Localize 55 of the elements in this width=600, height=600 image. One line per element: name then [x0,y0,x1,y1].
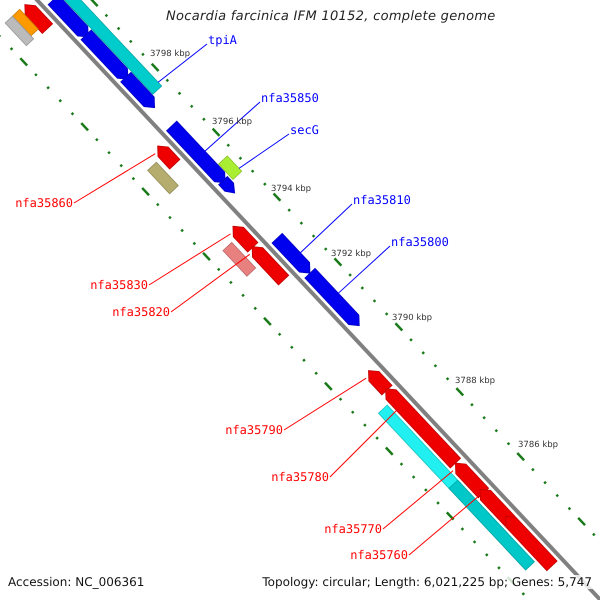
leader-line [408,496,478,556]
gene-label: nfa35820 [112,306,170,318]
leader-line [148,233,232,286]
gene-feature [157,146,180,170]
scale-label: 3794 kbp [271,185,312,194]
gene-feature [12,8,39,36]
gene-feature [448,480,535,571]
leader-line [300,204,352,254]
gene-label: tpiA [208,34,237,46]
gene-label: nfa35830 [90,279,148,291]
gene-feature [271,232,310,274]
gene-feature [252,246,290,286]
leader-line [382,470,454,530]
gene-feature [80,29,128,80]
gene-feature [4,16,34,46]
scale-label: 3788 kbp [455,377,496,386]
gene-label: nfa35800 [391,236,449,248]
gene-label: nfa35780 [271,471,329,483]
gene-label: nfa35810 [353,194,411,206]
gene-feature [504,516,558,572]
gene-label: secG [290,124,319,136]
gene-feature [368,370,393,396]
gene-label: nfa35860 [15,197,73,209]
gene-feature [218,155,242,180]
footer-text: Topology: circular; Length: 6,021,225 bp; Genes: 5,747 [260,575,594,589]
leader-line [74,153,156,204]
gene-feature [120,72,155,108]
gene-feature [304,268,360,326]
leader-line [330,410,397,478]
scale-label: 3792 kbp [331,250,372,258]
gene-feature [218,176,236,194]
gene-label: nfa35770 [324,523,382,535]
gene-label: nfa35790 [225,424,283,436]
gene-feature [147,162,179,194]
gene-label: nfa35760 [350,549,408,561]
title: Nocardia farcinica IFM 10152, complete genome [166,10,496,23]
scale-label: 3786 kbp [518,441,558,450]
gene-label: nfa35850 [261,92,319,104]
leader-line [204,102,260,152]
leader-line [338,246,390,294]
gene-feature [24,4,54,34]
gene-feature [48,0,89,38]
footer-text: Accession: NC_006361 [6,575,146,589]
leader-line [238,134,290,169]
gene-feature [480,488,516,527]
leader-line [284,378,367,430]
gene-feature [385,388,462,468]
leader-line [158,44,208,83]
gene-feature [455,462,490,498]
gene-feature [232,226,258,253]
leader-line [170,254,250,312]
scale-label: 3790 kbp [392,314,432,322]
scale-label: 3798 kbp [150,50,190,58]
gene-feature [222,242,256,277]
scale-label: 3796 kbp [212,118,252,126]
